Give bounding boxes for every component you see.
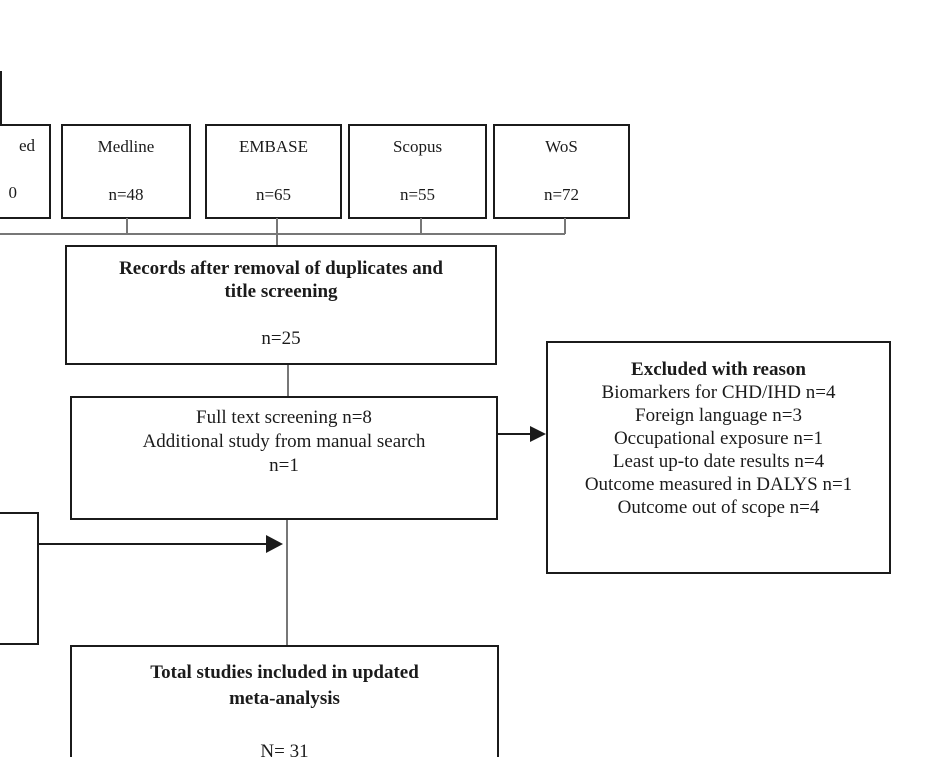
- database-label: Scopus: [392, 137, 443, 156]
- arrow-from-left-box-line: [39, 543, 267, 545]
- database-count-fragment: 0: [8, 183, 18, 202]
- full-text-line3: n=1: [269, 455, 299, 476]
- connector-scopus-stub: [420, 218, 422, 234]
- excluded-reason: Outcome out of scope n=4: [617, 497, 820, 518]
- database-label: Medline: [97, 137, 155, 156]
- arrowhead-right-excluded: [530, 426, 546, 442]
- database-label: EMBASE: [239, 137, 308, 156]
- total-count: N= 31: [260, 741, 309, 757]
- database-label: WoS: [545, 137, 578, 156]
- connector-fulltext-total: [286, 520, 288, 645]
- connector-embase-stub: [276, 218, 278, 245]
- records-box: Records after removal of duplicates and …: [65, 245, 497, 365]
- database-box-wos: WoS n=72: [493, 124, 630, 219]
- full-text-line1: Full text screening n=8: [196, 407, 372, 428]
- left-cutoff-box: [0, 512, 39, 645]
- records-title-line2: title screening: [224, 281, 338, 302]
- connector-wos-stub: [564, 218, 566, 234]
- database-count: n=55: [399, 185, 436, 204]
- total-title-line2: meta-analysis: [229, 688, 340, 709]
- excluded-reason: Foreign language n=3: [635, 405, 802, 426]
- database-box-pubmed-partial: ed 0: [0, 124, 51, 219]
- records-count: n=25: [261, 328, 301, 349]
- database-box-embase: EMBASE n=65: [205, 124, 342, 219]
- total-studies-box: Total studies included in updated meta-a…: [70, 645, 499, 757]
- excluded-reason: Outcome measured in DALYS n=1: [584, 474, 853, 495]
- connector-collector-line: [0, 233, 565, 235]
- database-count: n=48: [108, 185, 144, 204]
- connector-records-fulltext: [287, 365, 289, 396]
- excluded-title: Excluded with reason: [631, 359, 806, 380]
- arrowhead-right-merge: [266, 535, 283, 553]
- database-label-fragment: ed: [18, 136, 35, 155]
- excluded-reason: Occupational exposure n=1: [613, 428, 824, 449]
- records-title-line1: Records after removal of duplicates and: [119, 258, 443, 279]
- database-box-medline: Medline n=48: [61, 124, 191, 219]
- cutoff-line-fragment: [0, 71, 2, 124]
- database-count: n=65: [255, 185, 292, 204]
- full-text-line2: Additional study from manual search: [142, 431, 426, 452]
- full-text-screening-box: Full text screening n=8 Additional study…: [70, 396, 498, 520]
- connector-medline-stub: [126, 218, 128, 234]
- excluded-reason: Biomarkers for CHD/IHD n=4: [601, 382, 836, 403]
- arrow-to-excluded-line: [498, 433, 532, 435]
- excluded-reason: Least up-to date results n=4: [612, 451, 825, 472]
- total-title-line1: Total studies included in updated: [150, 662, 419, 683]
- database-box-scopus: Scopus n=55: [348, 124, 487, 219]
- excluded-box: Excluded with reason Biomarkers for CHD/…: [546, 341, 891, 574]
- database-count: n=72: [543, 185, 580, 204]
